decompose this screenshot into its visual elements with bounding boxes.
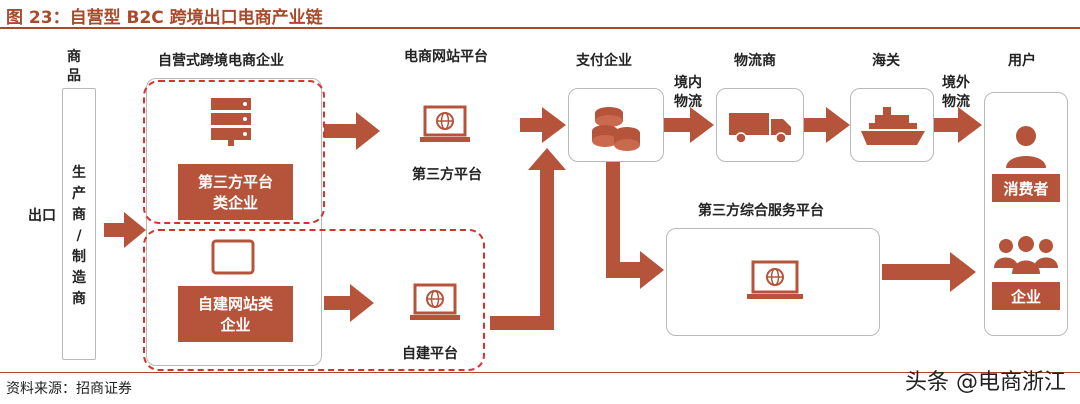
customs-box: [850, 88, 934, 162]
self-ecom-heading: 自营式跨境电商企业: [158, 53, 284, 69]
producer-box: 生产商/制造商: [62, 88, 96, 360]
coins-icon: [592, 107, 640, 151]
ecom-site-heading: 电商网站平台: [404, 49, 488, 65]
logistics-provider-label: 物流商: [734, 53, 776, 69]
enterprise-badge: 企业: [992, 282, 1060, 310]
laptop-icon-third: [420, 105, 470, 142]
payment-box: [568, 88, 664, 162]
arrow-self-platform-up: [490, 148, 566, 330]
arrow-overseas-logistics: [934, 107, 982, 143]
arrow-payment-service: [606, 162, 664, 289]
self-site-company: 自建网站类企业: [178, 286, 293, 342]
laptop-icon-self: [410, 283, 460, 320]
truck-icon: [729, 113, 791, 144]
third-party-service-label: 第三方综合服务平台: [698, 203, 824, 219]
payment-label: 支付企业: [576, 53, 632, 69]
customs-label: 海关: [872, 53, 900, 69]
ship-icon: [861, 107, 925, 145]
arrow-platform-payment: [520, 107, 566, 143]
arrow-domestic-logistics: [664, 107, 714, 143]
arrow-logistics-customs: [804, 107, 850, 143]
source-note: 资料来源：招商证券: [6, 381, 132, 397]
producer-text: 生产商/制造商: [72, 165, 86, 307]
consumer-badge: 消费者: [992, 174, 1060, 202]
arrow-service-users: [882, 252, 976, 292]
server-icon: [211, 98, 251, 146]
export-label: 出口: [28, 208, 56, 224]
enterprise-group-icon: [994, 236, 1058, 274]
overseas-logistics-label: 境外物流: [942, 75, 970, 110]
third-platform-company: 第三方平台类企业: [178, 164, 293, 220]
title-rule: [0, 27, 1080, 29]
logistics-box: [716, 88, 804, 162]
arrow-producer: [104, 212, 146, 248]
self-site-dash: [143, 229, 485, 371]
self-built-platform-label: 自建平台: [402, 346, 458, 362]
third-platform-dash: [143, 80, 325, 224]
service-platform-box: [666, 228, 880, 336]
laptop-icon-service: [747, 260, 803, 299]
arrow-to-third-platform: [324, 112, 380, 150]
goods-label: 商品: [67, 49, 81, 84]
footer-rule: [0, 372, 1080, 373]
figure-title: 图 23：自营型 B2C 跨境出口电商产业链: [6, 8, 323, 28]
arrow-to-self-platform: [324, 284, 374, 322]
watermark: 头条 @电商浙江: [905, 370, 1066, 395]
users-label: 用户: [1008, 53, 1036, 69]
tablet-icon: [211, 239, 255, 275]
domestic-logistics-label: 境内物流: [674, 75, 702, 110]
consumer-icon: [1006, 126, 1046, 168]
third-party-platform-label: 第三方平台: [412, 167, 482, 183]
